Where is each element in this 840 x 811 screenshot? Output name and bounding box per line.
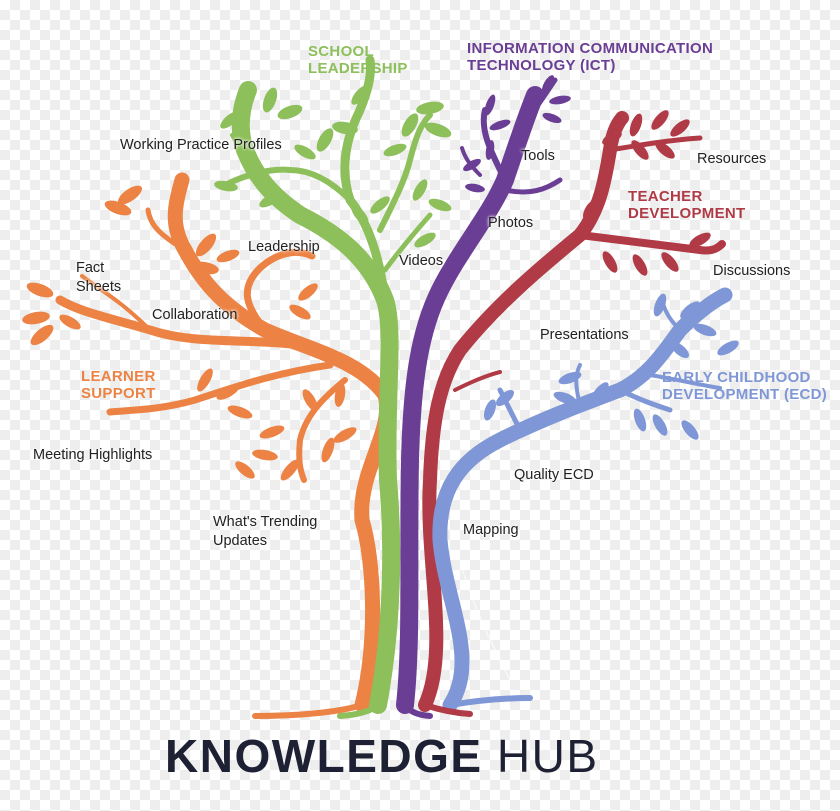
label-quality-ecd[interactable]: Quality ECD [514,467,594,483]
label-whats-trending-updates[interactable]: What's Trending Updates [213,514,318,549]
label-tools[interactable]: Tools [521,148,555,164]
knowledge-hub-logo: KNOWLEDGE HUB [165,730,599,782]
label-meeting-highlights[interactable]: Meeting Highlights [33,447,153,463]
blue-branch [432,287,733,713]
blue-leaves [483,293,739,440]
red-leaves [583,110,711,276]
orange-branch [55,172,395,713]
label-photos[interactable]: Photos [488,215,534,231]
purple-leaves [463,75,571,193]
label-working-practice-profiles[interactable]: Working Practice Profiles [120,137,282,153]
knowledge-tree-illustration [22,55,739,719]
category-teacher-development[interactable]: TEACHER DEVELOPMENT [628,188,746,222]
category-ecd[interactable]: EARLY CHILDHOOD DEVELOPMENT (ECD) [662,369,828,403]
purple-branch [396,77,563,714]
label-resources[interactable]: Resources [697,151,767,167]
red-branch [418,111,726,712]
label-discussions[interactable]: Discussions [713,263,791,279]
label-fact-sheets[interactable]: Fact Sheets [76,260,122,295]
logo-word-knowledge: KNOWLEDGE [165,730,483,782]
label-collaboration[interactable]: Collaboration [152,307,238,323]
logo-word-hub: HUB [496,730,599,782]
category-ict[interactable]: INFORMATION COMMUNICATION TECHNOLOGY (IC… [467,40,714,74]
green-leaves [214,85,452,248]
label-presentations[interactable]: Presentations [540,327,629,343]
label-leadership[interactable]: Leadership [248,239,320,255]
label-videos[interactable]: Videos [399,253,444,269]
tree-roots [252,695,533,719]
category-school-leadership[interactable]: SCHOOL LEADERSHIP [308,43,408,77]
category-learner-support[interactable]: LEARNER SUPPORT [81,368,156,402]
orange-leaves [22,185,357,481]
label-mapping[interactable]: Mapping [463,522,519,538]
